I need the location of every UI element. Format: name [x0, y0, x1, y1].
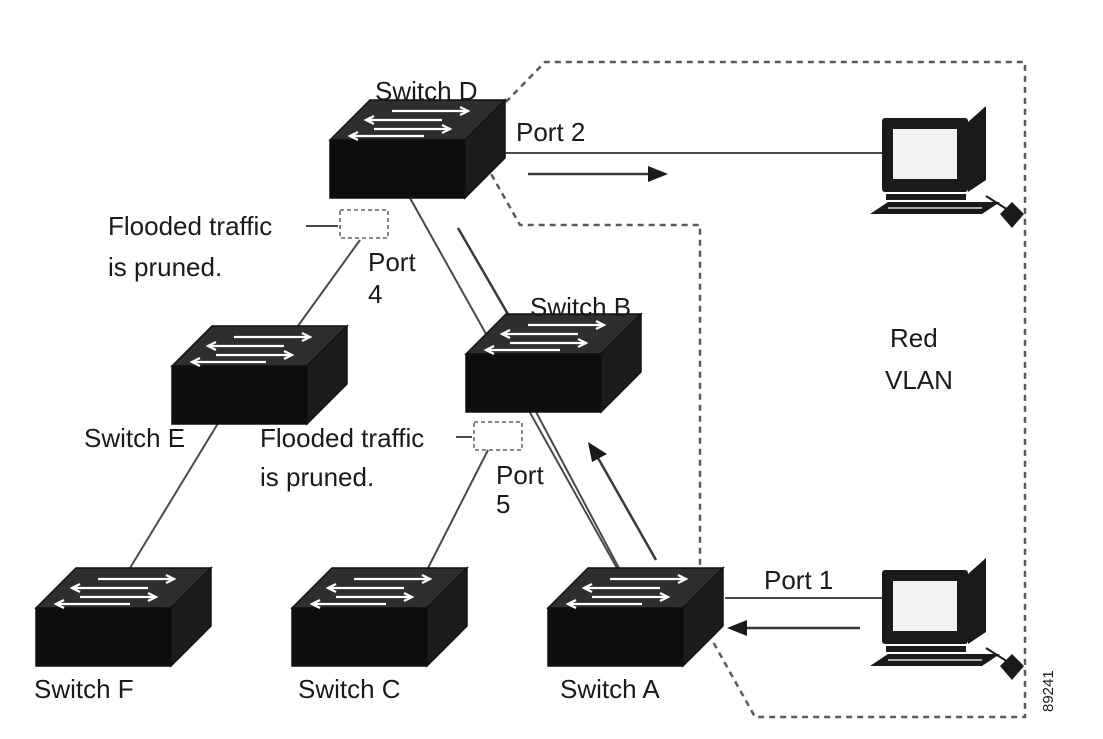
pruned-note-b-line1: Flooded traffic [260, 423, 424, 453]
flow-arrowhead-switch-a-to-switch-b [588, 442, 607, 462]
port-4-label-line1: Port [368, 247, 416, 277]
switch-b-label: Switch B [530, 292, 631, 322]
figure-id: 89241 [1040, 670, 1057, 712]
switch-f-label: Switch F [34, 674, 134, 704]
pruned-note-d-line2: is pruned. [108, 252, 222, 282]
pc-top-icon [869, 105, 1025, 229]
port-5-label-line1: Port [496, 460, 544, 490]
port-5-label-line2: 5 [496, 489, 510, 519]
red-vlan-label-line1: Red [890, 323, 938, 353]
flow-arrow-switch-a-to-switch-b [596, 457, 658, 561]
flow-arrowhead-pc-to-switch-a [727, 620, 747, 636]
red-vlan-label-line2: VLAN [885, 365, 953, 395]
switch-a-icon [546, 566, 725, 668]
link-switch-d-to-switch-e [294, 239, 361, 331]
port-1-label: Port 1 [764, 565, 833, 595]
switch-e-icon [170, 324, 349, 426]
pruned-port-4-box [339, 209, 389, 239]
pruned-note-d-line1: Flooded traffic [108, 211, 272, 241]
port-2-label: Port 2 [516, 117, 585, 147]
switch-e-label: Switch E [84, 423, 185, 453]
switch-a-label: Switch A [560, 674, 660, 704]
red-vlan-boundary [488, 60, 1027, 719]
link-switch-b-to-switch-c [427, 449, 489, 569]
switch-b-icon [464, 312, 643, 414]
pruned-port-5-box [473, 421, 523, 451]
link-switch-b-to-switch-a [534, 409, 621, 571]
switch-d-label: Switch D [375, 76, 478, 106]
flow-arrowhead-switch-d-to-pc [648, 166, 668, 182]
pruned-note-b-line2: is pruned. [260, 462, 374, 492]
pc-bottom-icon [869, 557, 1025, 681]
switch-c-icon [290, 566, 469, 668]
switch-d-icon [328, 98, 507, 200]
switch-f-icon [34, 566, 213, 668]
switch-c-label: Switch C [298, 674, 401, 704]
link-switch-e-to-switch-f [129, 419, 221, 569]
port-4-label-line2: 4 [368, 279, 382, 309]
